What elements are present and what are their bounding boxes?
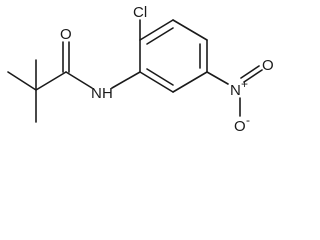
bond-nitro-oxygen-top (243, 69, 263, 83)
atom-label-nitro-plus: + (241, 77, 248, 91)
atom-label-nitro-nitrogen: N (230, 82, 241, 99)
bond-quaternary-carbonyl (35, 71, 67, 91)
bond-ring-nitro (206, 71, 229, 85)
atom-label-oxygen-carbonyl: O (60, 26, 72, 43)
atom-label-nitro-oxygen-bottom: O (234, 118, 246, 135)
bond-nitrogen-ring (111, 71, 141, 89)
chemical-structure-diagram: O N H Cl N + O O - (7, 4, 274, 135)
bond-methyl-left (7, 71, 37, 91)
atom-label-nitro-oxygen-top: O (262, 57, 274, 74)
atom-label-nitrogen-amide: N (91, 85, 102, 102)
ring-inner-double-1 (146, 27, 174, 45)
bond-carbonyl-nitrogen (65, 71, 93, 89)
ring-bond-6 (139, 71, 174, 93)
atom-label-chlorine: Cl (133, 4, 147, 21)
ring-inner-double-3 (146, 68, 174, 86)
ring-bond-5 (172, 71, 208, 93)
atom-label-hydrogen-amide: H (102, 85, 113, 102)
atom-label-nitro-minus: - (246, 113, 250, 127)
ring-bond-2 (139, 19, 174, 41)
ring-bond-3 (172, 19, 208, 41)
bond-nitro-oxygen-top-double (240, 65, 260, 79)
